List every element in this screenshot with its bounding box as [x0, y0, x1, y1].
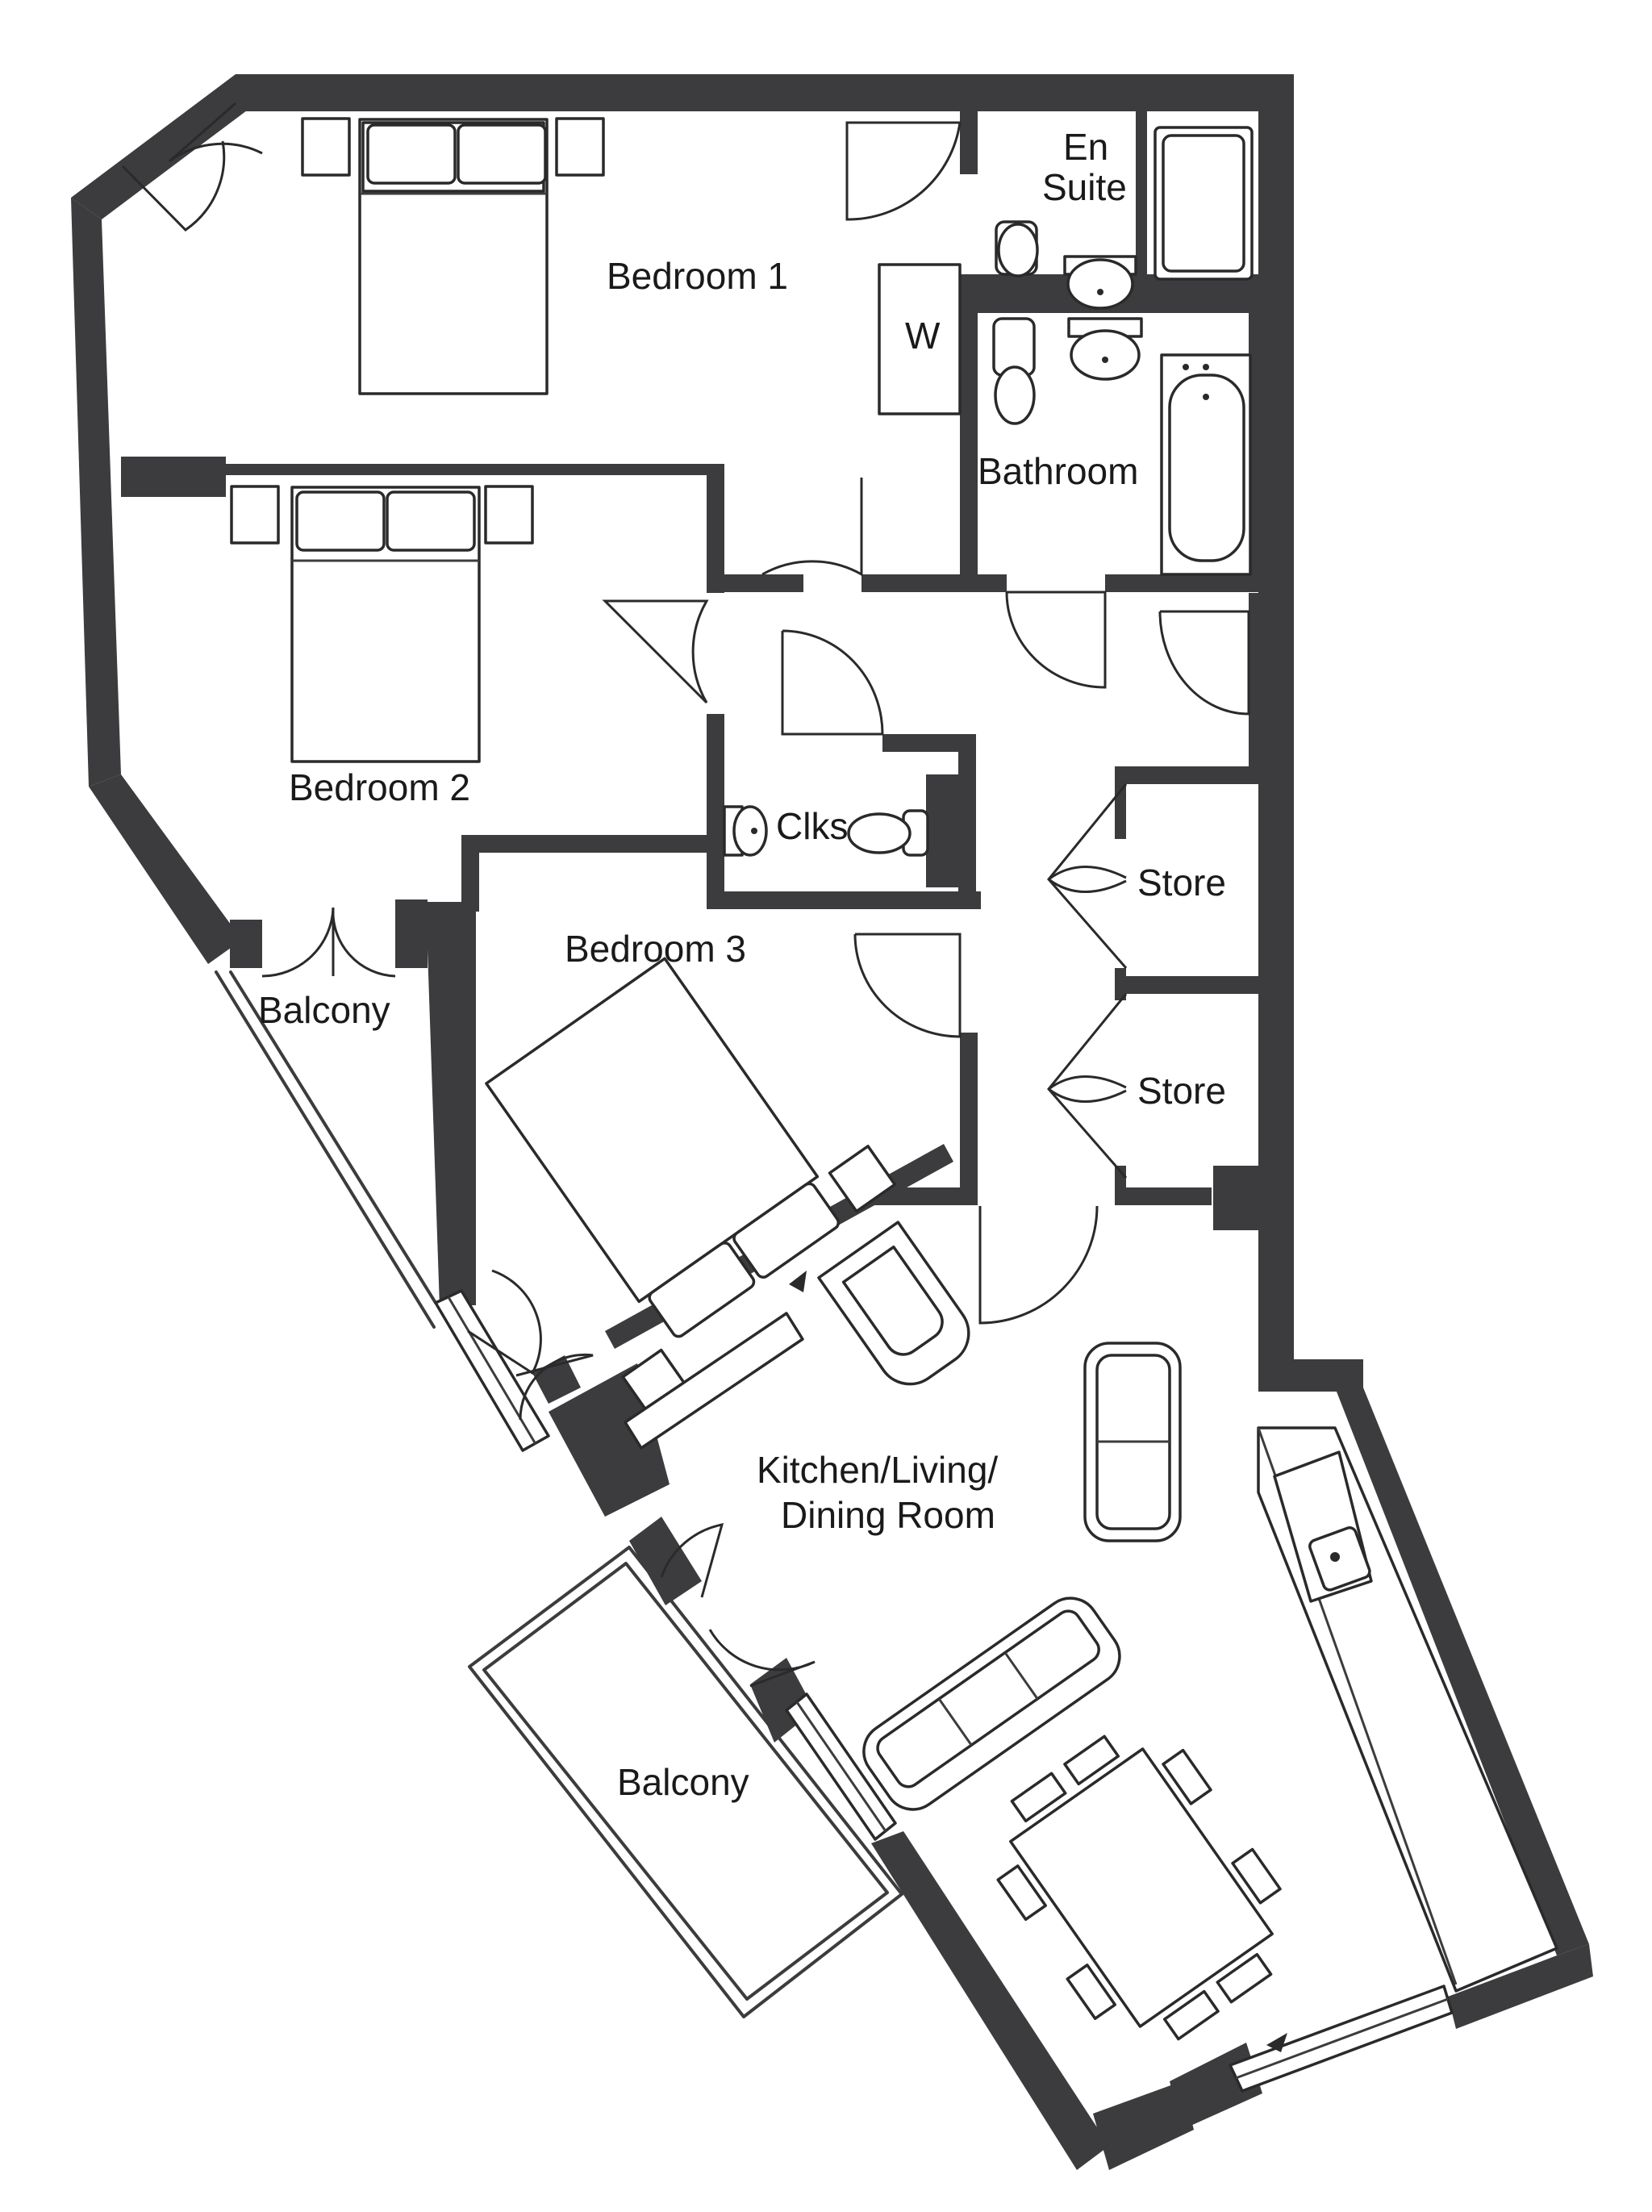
bathroom-fixtures — [992, 317, 1252, 576]
label-bathroom: Bathroom — [978, 450, 1138, 492]
ensuite-fixtures — [995, 126, 1254, 310]
bedroom1-bed — [301, 117, 605, 395]
living-sofa-large — [862, 1596, 1121, 1811]
label-store-lower: Store — [1137, 1070, 1226, 1112]
kitchen-counter — [1257, 1426, 1558, 1993]
label-bedroom3: Bedroom 3 — [565, 928, 746, 970]
clks-fixtures — [723, 805, 929, 857]
label-living-2: Dining Room — [781, 1494, 995, 1536]
label-ensuite-1: En — [1063, 126, 1108, 168]
label-ensuite-2: Suite — [1042, 166, 1127, 208]
label-bedroom2: Bedroom 2 — [289, 766, 470, 808]
label-clks: Clks — [776, 805, 848, 847]
exterior-walls — [71, 74, 1593, 2170]
wardrobe — [878, 263, 962, 415]
balcony-small-outline — [215, 970, 437, 1329]
balcony-large-outline — [468, 1546, 903, 2018]
label-balcony-large: Balcony — [617, 1761, 749, 1803]
label-bedroom1: Bedroom 1 — [607, 255, 788, 297]
label-balcony-small: Balcony — [258, 989, 390, 1031]
bedroom3-bed — [485, 957, 897, 1417]
room-labels: Bedroom 1 En Suite W Bathroom Bedroom 2 … — [258, 126, 1226, 1803]
label-store-upper: Store — [1137, 862, 1226, 904]
living-tv-unit — [624, 1312, 804, 1450]
label-living-1: Kitchen/Living/ — [757, 1449, 998, 1491]
label-wardrobe: W — [905, 315, 941, 357]
dining-table — [996, 1734, 1282, 2041]
living-sofa-small — [1083, 1342, 1182, 1542]
living-armchair — [817, 1221, 970, 1386]
doors — [121, 102, 1250, 1688]
bedroom2-bed — [230, 485, 534, 763]
